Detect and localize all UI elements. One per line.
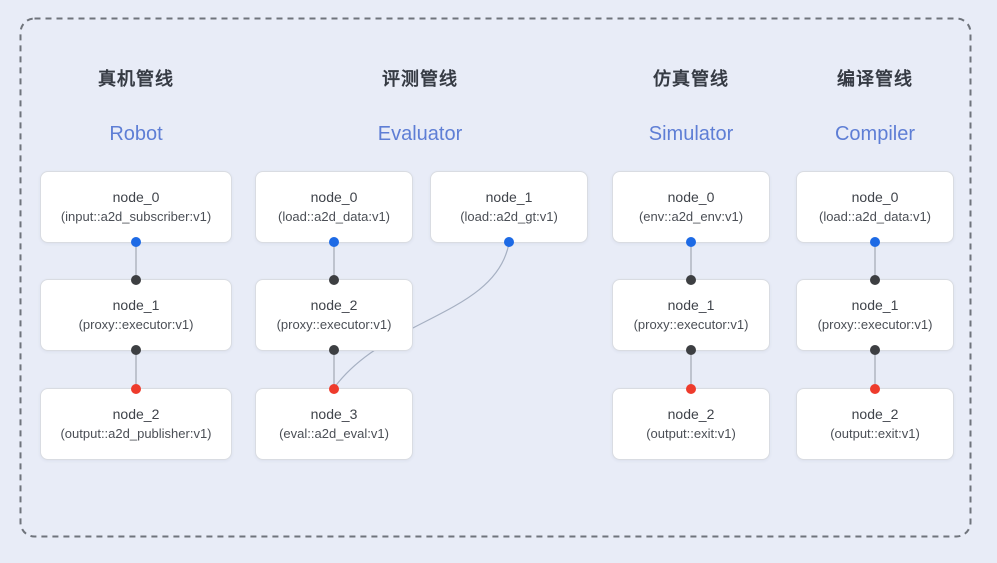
output-port-dot <box>870 345 880 355</box>
node-subtitle: (load::a2d_data:v1) <box>818 209 932 225</box>
input-port-dot <box>329 384 339 394</box>
node-title: node_0 <box>112 188 160 205</box>
node-box-evaluator-node3: node_3 (eval::a2d_eval:v1) <box>255 384 413 460</box>
node-subtitle: (eval::a2d_eval:v1) <box>279 426 389 442</box>
node-subtitle: (load::a2d_data:v1) <box>277 209 391 225</box>
node-subtitle: (proxy::executor:v1) <box>78 317 194 333</box>
dashed-frame-border <box>19 17 972 538</box>
node-box-compiler-node0: node_0 (load::a2d_data:v1) <box>796 171 954 247</box>
node-title: node_2 <box>851 405 899 422</box>
node-box-robot-node2: node_2 (output::a2d_publisher:v1) <box>40 384 232 460</box>
node-box-simulator-node2: node_2 (output::exit:v1) <box>612 384 770 460</box>
node-box-evaluator-node0: node_0 (load::a2d_data:v1) <box>255 171 413 247</box>
node-subtitle: (output::exit:v1) <box>830 426 920 442</box>
output-port-dot <box>131 345 141 355</box>
pipeline-title-zh-simulator: 仿真管线 <box>653 69 729 89</box>
edge-evaluator-node1-node3-curve <box>333 242 510 389</box>
output-port-dot <box>329 345 339 355</box>
output-port-dot <box>329 237 339 247</box>
node-box-robot-node0: node_0 (input::a2d_subscriber:v1) <box>40 171 232 247</box>
input-port-dot <box>870 275 880 285</box>
pipeline-title-en-compiler: Compiler <box>834 123 916 145</box>
node-box-evaluator-node2: node_2 (proxy::executor:v1) <box>255 275 413 355</box>
input-port-dot <box>131 275 141 285</box>
node-title: node_1 <box>112 296 160 313</box>
node-box-simulator-node1: node_1 (proxy::executor:v1) <box>612 275 770 355</box>
node-box-simulator-node0: node_0 (env::a2d_env:v1) <box>612 171 770 247</box>
node-subtitle: (proxy::executor:v1) <box>633 317 749 333</box>
input-port-dot <box>131 384 141 394</box>
node-title: node_3 <box>310 405 358 422</box>
node-subtitle: (proxy::executor:v1) <box>276 317 392 333</box>
output-port-dot <box>686 345 696 355</box>
pipeline-title-zh-compiler: 编译管线 <box>837 69 913 89</box>
pipeline-title-en-simulator: Simulator <box>648 123 734 145</box>
node-title: node_0 <box>667 188 715 205</box>
output-port-dot <box>504 237 514 247</box>
output-port-dot <box>870 237 880 247</box>
node-box-evaluator-node1: node_1 (load::a2d_gt:v1) <box>430 171 588 247</box>
node-title: node_1 <box>667 296 715 313</box>
node-title: node_2 <box>667 405 715 422</box>
node-subtitle: (proxy::executor:v1) <box>817 317 933 333</box>
node-title: node_0 <box>310 188 358 205</box>
pipeline-title-zh-evaluator: 评测管线 <box>382 69 458 89</box>
pipeline-title-en-robot: Robot <box>109 123 163 145</box>
node-subtitle: (input::a2d_subscriber:v1) <box>60 209 212 225</box>
node-box-robot-node1: node_1 (proxy::executor:v1) <box>40 275 232 355</box>
output-port-dot <box>131 237 141 247</box>
node-title: node_1 <box>851 296 899 313</box>
node-title: node_0 <box>851 188 899 205</box>
input-port-dot <box>686 275 696 285</box>
node-box-compiler-node2: node_2 (output::exit:v1) <box>796 384 954 460</box>
output-port-dot <box>686 237 696 247</box>
pipeline-title-en-evaluator: Evaluator <box>377 123 463 145</box>
node-subtitle: (env::a2d_env:v1) <box>638 209 744 225</box>
pipeline-title-zh-robot: 真机管线 <box>98 69 174 89</box>
node-title: node_2 <box>112 405 160 422</box>
input-port-dot <box>329 275 339 285</box>
input-port-dot <box>870 384 880 394</box>
input-port-dot <box>686 384 696 394</box>
node-title: node_2 <box>310 296 358 313</box>
node-subtitle: (load::a2d_gt:v1) <box>460 209 558 225</box>
node-subtitle: (output::exit:v1) <box>646 426 736 442</box>
node-box-compiler-node1: node_1 (proxy::executor:v1) <box>796 275 954 355</box>
node-title: node_1 <box>485 188 533 205</box>
node-subtitle: (output::a2d_publisher:v1) <box>60 426 212 442</box>
